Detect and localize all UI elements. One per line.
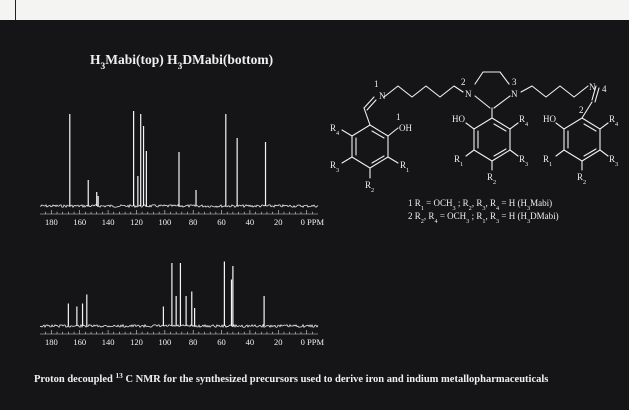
ring-number-2: 2 xyxy=(579,105,584,115)
spectrum-baseline xyxy=(39,323,319,328)
figure-title: H3Mabi(top) H3DMabi(bottom) xyxy=(90,52,273,72)
right-r4-bond xyxy=(599,122,609,130)
left-propyl-chain xyxy=(383,85,464,98)
ppm-tick-label: 160 xyxy=(73,337,86,347)
left-oh-label: OH xyxy=(399,123,412,133)
right-ring-double-bond xyxy=(583,148,597,157)
right-propyl-chain xyxy=(520,85,589,98)
middle-benzene-ring xyxy=(473,117,511,162)
right-imine-double-bond xyxy=(594,87,600,103)
middle-ho-label: HO xyxy=(452,114,465,124)
ppm-tick-label: 40 xyxy=(246,337,255,347)
right-ho-label: HO xyxy=(543,114,556,124)
right-ring-double-bond xyxy=(583,123,597,132)
ppm-tick-label: 100 xyxy=(158,337,171,347)
ppm-tick-label: 180 xyxy=(45,217,58,227)
middle-ring-double-bond xyxy=(493,148,507,157)
right-r2-label: R2 xyxy=(577,172,586,186)
left-r2-label: R2 xyxy=(365,180,374,194)
left-imine-double-bond xyxy=(366,99,377,111)
right-imine-ch xyxy=(581,101,593,119)
structure-labels: N N N N 1 2 3 4 1 2 OH R4 R3 R1 R2 HO R4… xyxy=(330,77,619,225)
ppm-tick-label: 160 xyxy=(73,217,86,227)
right-ho-bond xyxy=(555,122,565,130)
ppm-tick-label: 180 xyxy=(45,337,58,347)
ppm-tick-label: 60 xyxy=(217,217,226,227)
middle-ho-bond xyxy=(465,122,475,130)
right-imine-double-bond xyxy=(591,85,597,101)
middle-r1-label: R1 xyxy=(454,154,463,168)
ring-number-1: 1 xyxy=(396,112,401,122)
figure-panel xyxy=(0,20,629,410)
nitrogen-number-2: 2 xyxy=(461,77,466,87)
right-r4-label: R4 xyxy=(609,114,619,128)
left-r4-bond xyxy=(341,129,353,137)
chemical-structure xyxy=(341,71,609,179)
nitrogen-number-4: 4 xyxy=(602,84,607,94)
ppm-tick-label: 80 xyxy=(189,217,198,227)
left-ring-double-bond xyxy=(371,130,385,139)
left-r3-bond xyxy=(341,156,353,164)
ppm-tick-label: 20 xyxy=(274,217,283,227)
middle-r1-bond xyxy=(465,149,475,157)
ppm-tick-label: 0 PPM xyxy=(301,337,325,347)
ppm-tick-label: 120 xyxy=(130,337,143,347)
nitrogen-number-3: 3 xyxy=(512,77,517,87)
left-benzene-ring xyxy=(351,124,389,169)
left-imine-ch xyxy=(363,107,371,126)
nitrogen-atom-3: N xyxy=(511,89,518,99)
left-oh-bond xyxy=(387,127,399,137)
ppm-tick-label: 140 xyxy=(102,337,115,347)
ppm-tick-label: 100 xyxy=(158,217,171,227)
right-r3-bond xyxy=(599,149,609,157)
ppm-tick-label: 140 xyxy=(102,217,115,227)
aminal-bond-right xyxy=(493,95,511,109)
right-r1-bond xyxy=(555,149,565,157)
middle-r4-label: R4 xyxy=(519,114,529,128)
middle-r2-label: R2 xyxy=(487,172,496,186)
middle-r4-bond xyxy=(509,122,519,130)
ethylene-bridge xyxy=(474,71,510,85)
spectrum-top: 180 160 140 120 100 80 60 40 20 0 PPM xyxy=(39,111,325,227)
legend-line-2: 2 R2, R4 = OCH3 ; R1, R3 = H (H3DMabi) xyxy=(408,211,559,225)
right-r1-label: R1 xyxy=(543,154,552,168)
ppm-tick-label: 40 xyxy=(246,217,255,227)
right-r3-label: R3 xyxy=(609,154,618,168)
left-r1-label: R1 xyxy=(400,160,409,174)
left-ring-double-bond xyxy=(371,155,385,164)
middle-ring-double-bond xyxy=(493,123,507,132)
nitrogen-number-1: 1 xyxy=(374,79,379,89)
middle-r3-label: R3 xyxy=(519,154,528,168)
nitrogen-atom-2: N xyxy=(465,89,472,99)
ppm-tick-label: 80 xyxy=(189,337,198,347)
aminal-bond-left xyxy=(474,95,491,109)
nitrogen-atom-4: N xyxy=(589,82,596,92)
figure-caption: Proton decoupled 13 C NMR for the synthe… xyxy=(34,371,548,386)
left-imine-double-bond xyxy=(363,96,375,109)
left-r3-label: R3 xyxy=(330,160,339,174)
ppm-tick-label: 0 PPM xyxy=(301,217,325,227)
left-r1-bond xyxy=(387,156,399,164)
ppm-tick-label: 60 xyxy=(217,337,226,347)
spectrum-baseline xyxy=(39,204,319,209)
middle-r3-bond xyxy=(509,149,519,157)
left-r4-label: R4 xyxy=(330,123,340,137)
top-edge-line xyxy=(15,0,16,20)
right-benzene-ring xyxy=(563,117,601,162)
legend-line-1: 1 R1 = OCH3 ; R2, R3, R4 = H (H3Mabi) xyxy=(408,198,552,212)
ppm-tick-label: 120 xyxy=(130,217,143,227)
spectrum-bottom: 180 160 140 120 100 80 60 40 20 0 PPM xyxy=(39,261,325,347)
ppm-tick-label: 20 xyxy=(274,337,283,347)
nitrogen-atom-1: N xyxy=(379,91,386,101)
